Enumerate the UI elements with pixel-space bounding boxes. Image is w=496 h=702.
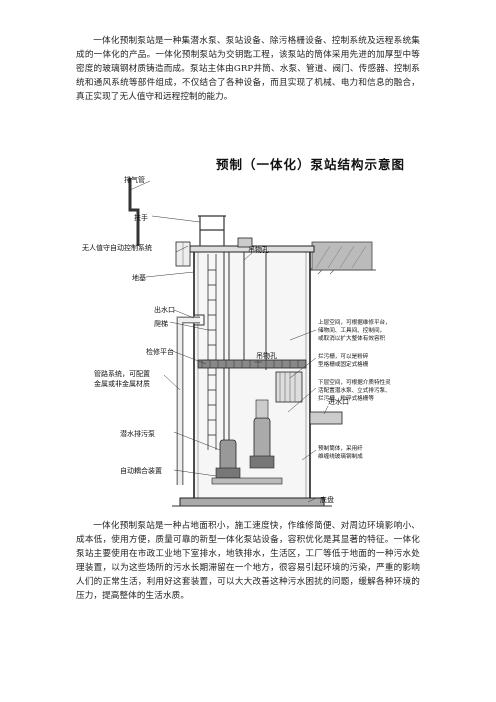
note-lower-space-line2: 活配置潜水泵、立式排污泵、 [318, 386, 391, 394]
usage-paragraph: 一体化预制泵站是一种占地面积小，施工速度快，作维修简便、对周边环境影响小、成本低… [76, 521, 420, 601]
note-upper-space-line1: 上层空间，可根据维修平台， [318, 318, 391, 326]
service-platform [197, 359, 307, 369]
note-grating-line1: 拦污栅，可以是粉碎 [318, 352, 369, 360]
note-grating-line2: 型格栅或固定式格栅 [318, 360, 369, 368]
label-handrail: 扶手 [134, 213, 148, 222]
label-ground: 地基 [132, 273, 146, 282]
note-upper-space-line2: 储物间、工具间、控制间， [318, 326, 385, 334]
grating-basket [275, 371, 303, 403]
pump-station-diagram: 预制（一体化）泵站结构示意图 [82, 157, 405, 507]
vent-pipe-shape [128, 178, 140, 246]
submersible-pump-1 [215, 439, 241, 479]
note-upper-space-line3: 或取消以扩大整体有效容积 [318, 334, 386, 342]
label-pump: 潜水排污泵 [120, 429, 155, 438]
internal-pipes [223, 252, 267, 440]
label-vent-pipe: 排气管 [124, 175, 145, 184]
note-lower-space-line1: 下层空间，可根据介质特性灵 [318, 378, 391, 386]
ladder-shape [207, 254, 217, 450]
label-pipe-system-line2: 金属或非金属材质 [94, 379, 150, 388]
label-lifting-hole-mid: 吊物孔 [256, 351, 277, 360]
note-lower-space-line3: 拦污栅、粉碎式格栅等 [318, 394, 374, 402]
base-plate [179, 497, 325, 507]
outlet-pipe-shape [194, 314, 205, 326]
label-pipe-system-line1: 管路系统，可配置 [94, 369, 150, 378]
label-service-platform: 检修平台 [146, 347, 174, 356]
label-inlet: 进水口 [328, 397, 349, 406]
handrail-shape [198, 215, 226, 246]
soil-block [311, 241, 373, 271]
diagram-title: 预制（一体化）泵站结构示意图 [216, 157, 405, 172]
label-coupling: 自动耦合装置 [120, 466, 162, 475]
label-ladder: 爬梯 [154, 319, 168, 328]
note-shell-line2: 维缠绕玻璃钢制成 [318, 452, 363, 460]
label-control-system: 无人值守自动控制系统 [82, 243, 152, 252]
label-outlet: 出水口 [154, 305, 175, 314]
label-lifting-hole-top: 吊物孔 [248, 245, 269, 254]
inlet-pipe-shape [309, 411, 343, 425]
label-base: 底盘 [320, 495, 334, 504]
submersible-pump-2 [249, 399, 275, 469]
note-shell-line1: 预制筒体，采用纤 [318, 444, 363, 452]
intro-paragraph: 一体化预制泵站是一种集潜水泵、泵站设备、除污格栅设备、控制系统及远程系统集成的一… [76, 36, 420, 102]
